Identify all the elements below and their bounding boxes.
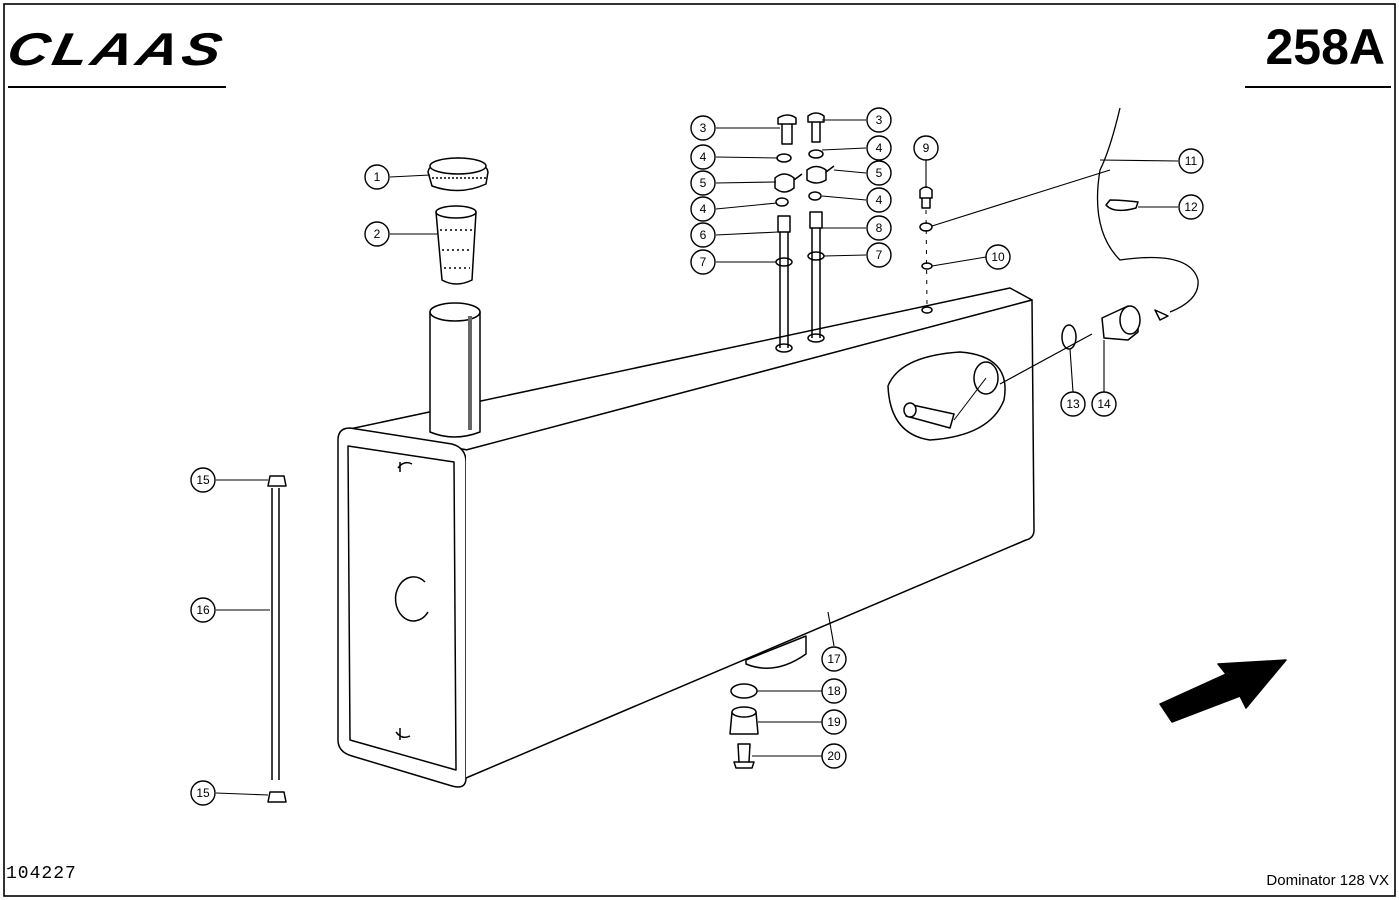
clip-12: [1105, 199, 1139, 212]
callout-13: 13: [1060, 391, 1086, 417]
svg-text:15: 15: [196, 786, 210, 800]
seal-ring-18: [730, 683, 758, 699]
callout-6: 6: [690, 222, 716, 248]
svg-text:20: 20: [827, 749, 841, 763]
svg-text:1: 1: [374, 170, 381, 184]
banjo-bolt-right: [807, 112, 825, 143]
logo-underline: [8, 86, 226, 88]
washer-9: [919, 222, 933, 232]
filler-strainer: [435, 211, 477, 285]
tank-front-inner: [347, 445, 457, 771]
svg-text:7: 7: [876, 248, 883, 262]
tube-clip-top: [267, 475, 287, 487]
svg-text:8: 8: [876, 221, 883, 235]
svg-text:5: 5: [876, 166, 883, 180]
tank-side-face: [465, 299, 1035, 779]
callout-4-left-lower: 4: [690, 196, 716, 222]
svg-text:6: 6: [700, 228, 707, 242]
callout-3-right: 3: [866, 107, 892, 133]
breather-port: [921, 306, 933, 314]
breather-9: [919, 186, 933, 209]
upper-clip: [397, 461, 413, 472]
svg-text:15: 15: [196, 473, 210, 487]
svg-text:4: 4: [700, 150, 707, 164]
callout-15-top: 15: [190, 467, 216, 493]
pipe-right: [811, 228, 821, 338]
callout-14: 14: [1091, 391, 1117, 417]
callout-18: 18: [821, 678, 847, 704]
callout-7-right: 7: [866, 242, 892, 268]
svg-text:7: 7: [700, 255, 707, 269]
lower-clip: [395, 728, 411, 740]
svg-text:4: 4: [876, 193, 883, 207]
svg-text:2: 2: [374, 227, 381, 241]
pipe-left: [779, 232, 789, 348]
washer-4a: [776, 153, 792, 163]
callout-5-left: 5: [690, 170, 716, 196]
screw-20: [733, 743, 755, 769]
callout-20: 20: [821, 743, 847, 769]
callout-16: 16: [190, 597, 216, 623]
svg-text:9: 9: [923, 141, 930, 155]
document-number: 104227: [6, 864, 77, 884]
drain-boss: [745, 635, 807, 669]
sheet-border: [3, 3, 1396, 897]
callout-8: 8: [866, 215, 892, 241]
washer-7a: [775, 257, 793, 267]
fitting-6: [777, 215, 791, 233]
wiring-harness: [1096, 107, 1199, 313]
banjo-bolt-left: [777, 114, 797, 145]
page-number-underline: [1245, 86, 1391, 88]
svg-text:13: 13: [1066, 397, 1080, 411]
washer-4b: [808, 149, 824, 159]
wire-end: [1154, 309, 1169, 321]
fitting-8: [809, 211, 823, 229]
svg-text:16: 16: [196, 603, 210, 617]
forward-arrow: [1159, 659, 1287, 723]
gasket-13: [1061, 324, 1077, 350]
callout-7-left: 7: [690, 249, 716, 275]
callout-11: 11: [1178, 148, 1204, 174]
front-port-ring: [394, 576, 429, 622]
callout-1: 1: [364, 164, 390, 190]
callout-5-right: 5: [866, 160, 892, 186]
callout-10: 10: [985, 244, 1011, 270]
svg-text:4: 4: [876, 141, 883, 155]
svg-text:4: 4: [700, 202, 707, 216]
callout-4-right-lower: 4: [866, 187, 892, 213]
callout-15-bottom: 15: [190, 780, 216, 806]
leader-lines: [215, 119, 1179, 796]
washer-7b: [807, 251, 825, 261]
banjo-5b: [806, 165, 835, 184]
machine-model: Dominator 128 VX: [1266, 872, 1389, 889]
tank-front-face: [337, 427, 467, 788]
svg-text:3: 3: [700, 121, 707, 135]
svg-text:3: 3: [876, 113, 883, 127]
level-tube-16: [271, 488, 280, 780]
callout-4-left-upper: 4: [690, 144, 716, 170]
callout-2: 2: [364, 221, 390, 247]
washer-4c: [775, 197, 789, 207]
callout-4-right-upper: 4: [866, 135, 892, 161]
svg-text:14: 14: [1097, 397, 1111, 411]
banjo-5a: [774, 173, 803, 193]
callout-3-left: 3: [690, 115, 716, 141]
filler-neck: [429, 305, 481, 438]
callout-9: 9: [913, 135, 939, 161]
tube-clip-bottom: [267, 791, 287, 803]
svg-text:5: 5: [700, 176, 707, 190]
washer-4d: [808, 191, 822, 201]
svg-text:18: 18: [827, 684, 841, 698]
callout-12: 12: [1178, 194, 1204, 220]
svg-text:12: 12: [1184, 200, 1198, 214]
callout-17: 17: [821, 646, 847, 672]
svg-text:17: 17: [827, 652, 841, 666]
page-number: 258A: [1265, 19, 1385, 75]
svg-text:10: 10: [991, 250, 1005, 264]
callout-19: 19: [821, 709, 847, 735]
svg-text:19: 19: [827, 715, 841, 729]
svg-text:11: 11: [1185, 154, 1198, 168]
